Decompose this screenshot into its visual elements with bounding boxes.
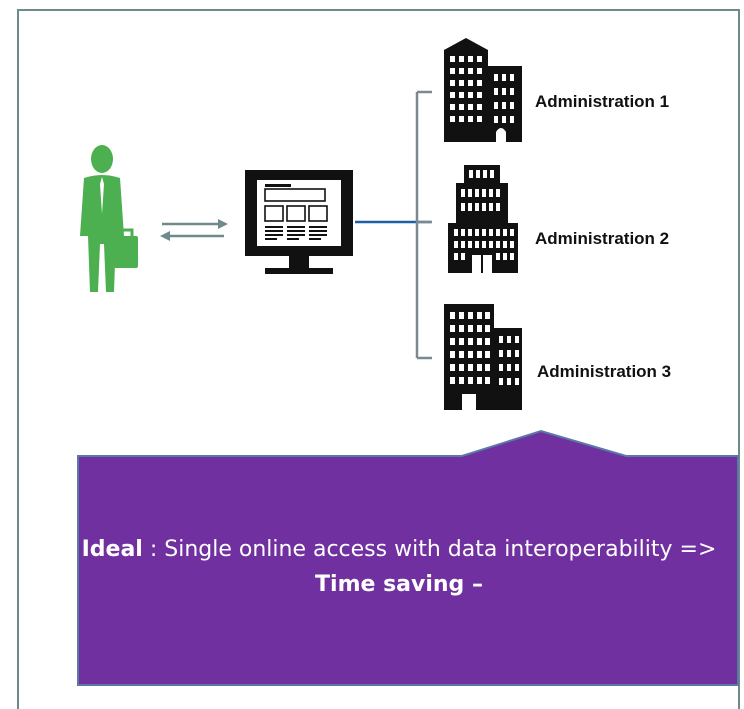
callout-text: Ideal : Single online access with data i…	[80, 532, 718, 602]
administration-1-label: Administration 1	[535, 92, 670, 111]
administration-2-label: Administration 2	[535, 229, 670, 248]
callout-ideal: Ideal	[81, 537, 143, 562]
administration-3-label: Administration 3	[537, 362, 672, 381]
building-icon	[448, 165, 518, 273]
exchange-arrows-icon	[160, 219, 228, 241]
building-icon	[444, 38, 522, 142]
building-icon	[444, 304, 522, 410]
computer-monitor-icon	[245, 170, 353, 274]
diagram-frame	[17, 9, 740, 709]
callout-time-saving: Time saving –	[315, 572, 483, 597]
branch-bracket	[415, 90, 432, 360]
callout-description: : Single online access with data interop…	[142, 537, 717, 562]
person-icon	[80, 145, 138, 292]
